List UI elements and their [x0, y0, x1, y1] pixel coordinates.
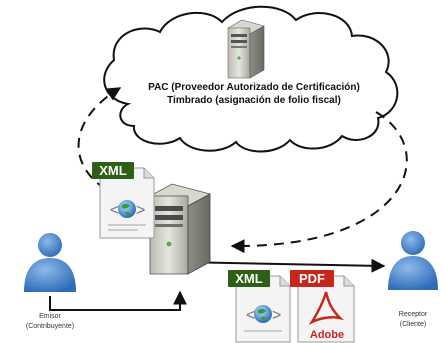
adobe-label: Adobe: [310, 329, 344, 341]
pdf-document-icon: PDF Adobe: [290, 270, 355, 343]
xml-document-icon: XML < >: [228, 270, 291, 343]
emisor-line1: Emisor: [39, 313, 61, 320]
receptor-person-icon: Receptor (Cliente): [388, 231, 438, 328]
xml-document-icon: XML < >: [92, 162, 155, 239]
pac-server-icon: [227, 19, 265, 79]
svg-text:>: >: [272, 307, 281, 324]
cloud-line1: PAC (Proveedor Autorizado de Certificaci…: [148, 82, 360, 93]
cloud-shape: [103, 5, 399, 153]
emisor-line2: (Contribuyente): [26, 323, 74, 330]
receptor-line2: (Cliente): [400, 321, 426, 328]
svg-text:>: >: [136, 202, 145, 219]
adobe-logo-icon: [308, 291, 345, 326]
svg-text:<: <: [110, 202, 119, 219]
svg-text:<: <: [246, 307, 255, 324]
pdf-label: PDF: [299, 271, 325, 286]
receptor-line1: Receptor: [399, 311, 428, 318]
dashed-arrow-from-pac: [230, 111, 408, 254]
arrow-emisor-to-server: [49, 290, 187, 311]
server-icon: [148, 183, 212, 275]
xml-left-label: XML: [99, 163, 127, 178]
arrow-server-to-receptor: [179, 258, 386, 273]
cloud-line2: Timbrado (asignación de folio fiscal): [167, 95, 341, 106]
xml-bottom-label: XML: [235, 271, 263, 286]
emisor-person-icon: Emisor (Contribuyente): [24, 233, 76, 330]
pac-cloud: PAC (Proveedor Autorizado de Certificaci…: [103, 5, 399, 153]
